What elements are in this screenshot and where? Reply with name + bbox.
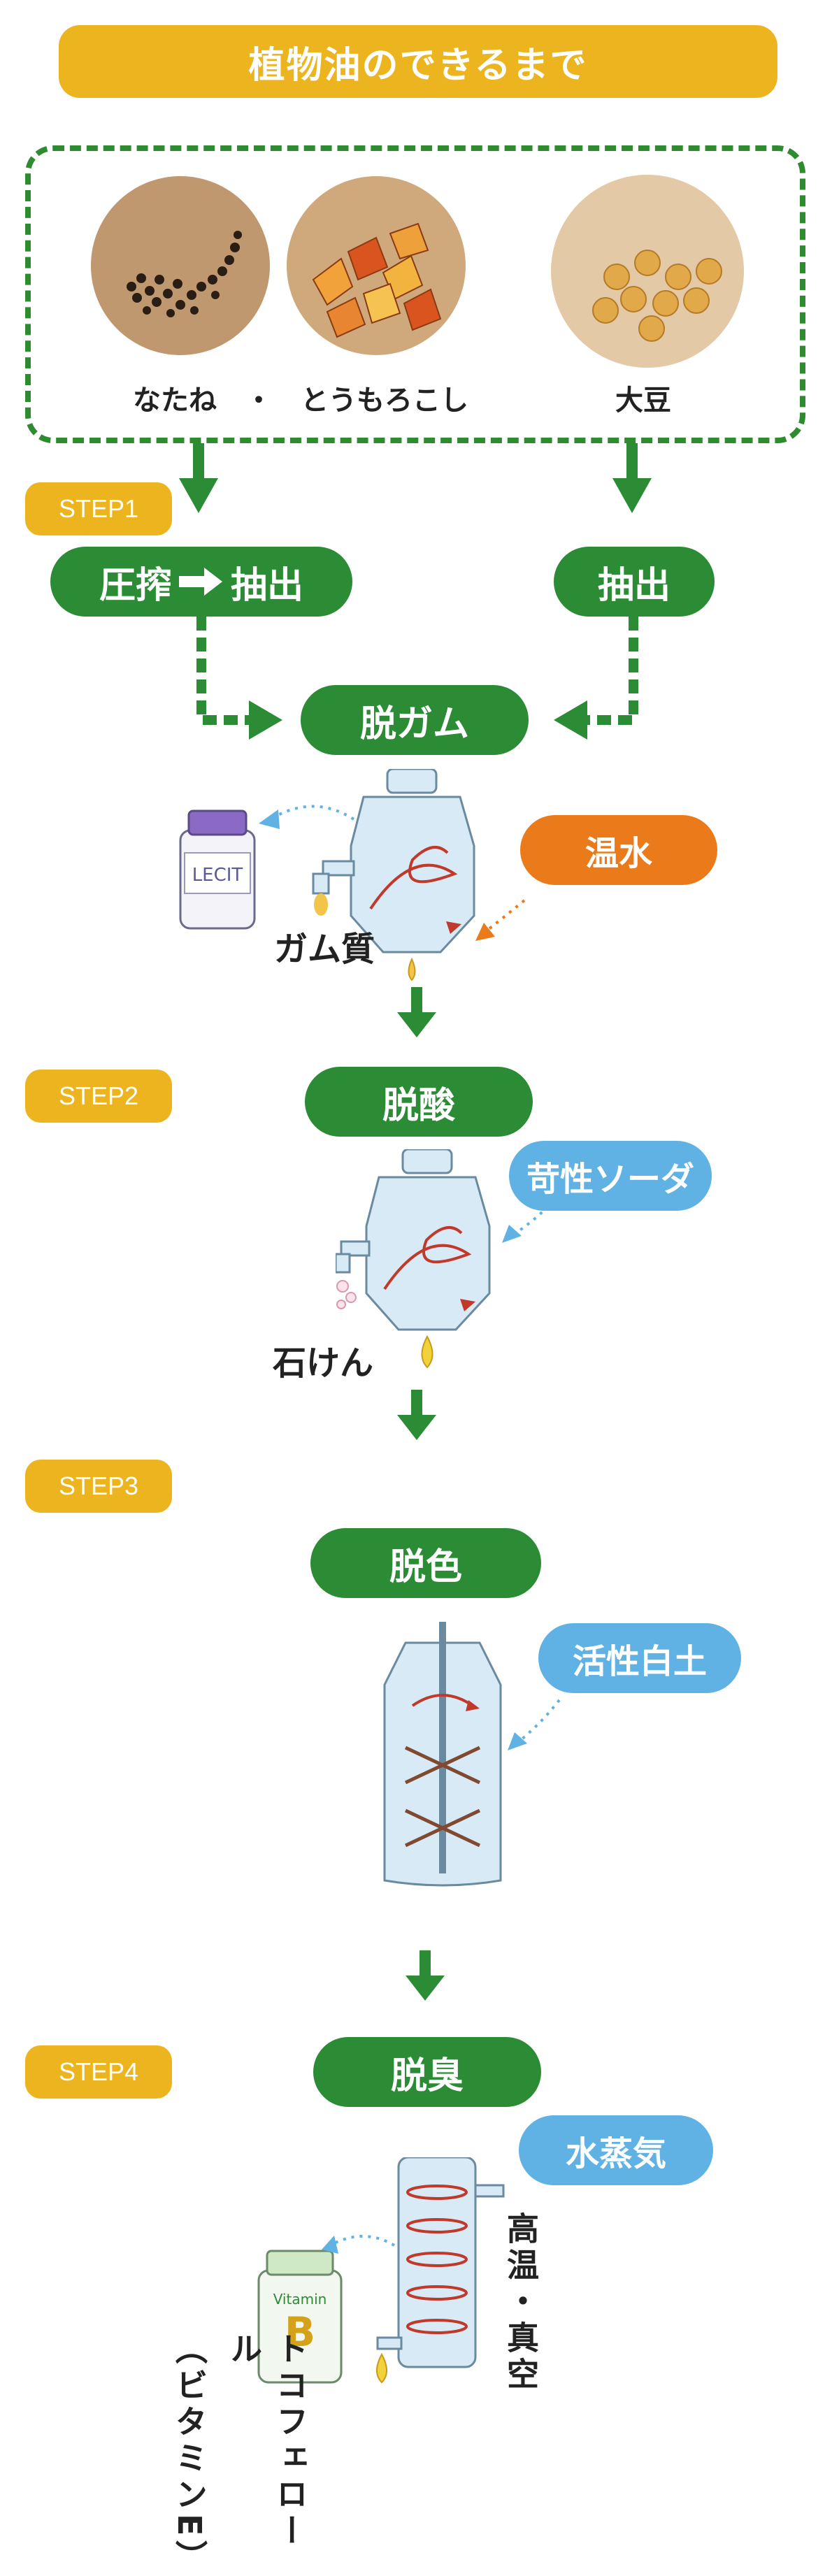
oil-drop-icon [421, 1334, 433, 1369]
lecithin-bottle-icon: LECIT [179, 810, 256, 930]
right-arrow-icon [179, 568, 222, 596]
deodorizer-column-icon [376, 2157, 505, 2368]
soybean-image [551, 175, 744, 368]
page-title: 植物油のできるまで [59, 25, 777, 98]
steam-agent: 水蒸気 [519, 2115, 713, 2185]
deodorization-pill: 脱臭 [313, 2037, 541, 2107]
vitamin-bottle-icon: Vitamin B [257, 2250, 343, 2384]
vitamin-label-letter: B [285, 2308, 315, 2356]
bleaching-pill: 脱色 [310, 1528, 541, 1598]
step3-tag: STEP3 [25, 1460, 172, 1513]
vitamin-e-label: （ビタミンE） [171, 2332, 208, 2576]
separator-tank-icon [312, 769, 475, 981]
oil-drop-icon [376, 2352, 387, 2384]
corn-image [287, 176, 466, 355]
rapeseed-image [91, 176, 270, 355]
gum-byproduct-label: ガム質 [274, 930, 375, 969]
raw-materials-box [25, 145, 805, 443]
extract-label-left: 抽出 [231, 564, 304, 607]
press-label: 圧搾 [99, 564, 172, 607]
step2-tag: STEP2 [25, 1070, 172, 1123]
vitamin-label-top: Vitamin [273, 2291, 327, 2308]
bleaching-column-icon [383, 1622, 502, 1887]
tocopherol-label: トコフェロール [225, 2332, 309, 2550]
extract-pill-right: 抽出 [554, 547, 715, 617]
warm-water-agent: 温水 [520, 815, 717, 885]
degumming-illustration: LECIT [179, 769, 526, 981]
bleaching-illustration [383, 1622, 561, 1887]
press-extract-pill: 圧搾 抽出 [50, 547, 352, 617]
degumming-pill: 脱ガム [301, 685, 529, 755]
caustic-soda-agent: 苛性ソーダ [509, 1141, 712, 1211]
bleaching-earth-agent: 活性白土 [538, 1623, 741, 1693]
soybean-label: 大豆 [615, 384, 671, 417]
soap-byproduct-label: 石けん [273, 1344, 374, 1383]
high-temp-vacuum-label: 高温・真空 [502, 2212, 540, 2394]
step1-tag: STEP1 [25, 482, 172, 535]
separator-tank-icon [336, 1149, 491, 1331]
deacidification-illustration [336, 1149, 561, 1369]
soap-bubbles-icon [336, 1280, 357, 1309]
deacidification-pill: 脱酸 [305, 1067, 533, 1137]
deodorization-illustration: Vitamin B [257, 2157, 505, 2384]
rapeseed-corn-label: なたね ・ とうもろこし [133, 384, 468, 417]
step4-tag: STEP4 [25, 2045, 172, 2099]
lecithin-label: LECIT [192, 865, 243, 886]
